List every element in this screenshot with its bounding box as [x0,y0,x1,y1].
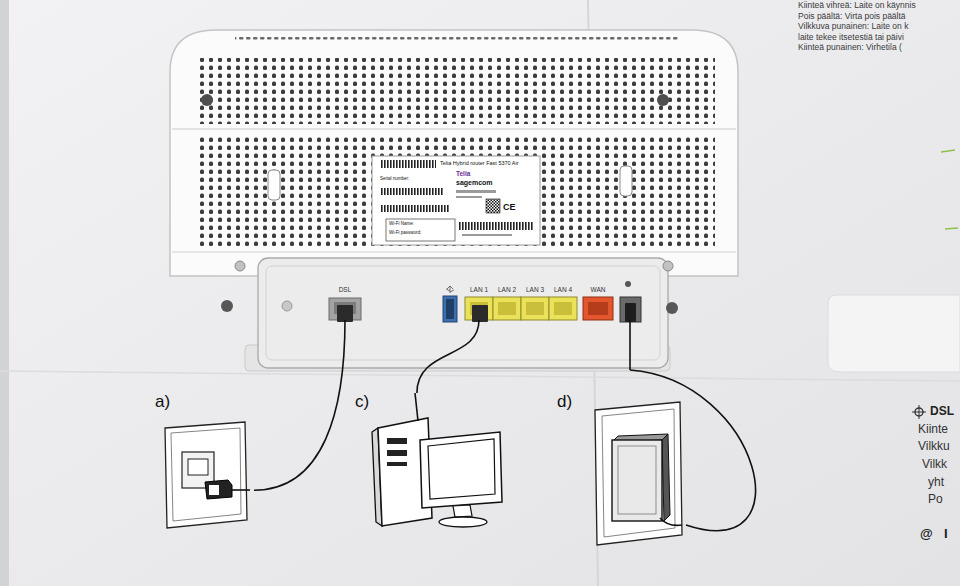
lan-port: LAN 4 [547,287,579,320]
wall-socket: a) [155,393,254,528]
cable [630,370,756,531]
port-label: DSL [325,287,365,294]
callout-letter: d) [557,393,686,410]
status-note: laite tekee itsetestiä tai päivi [798,33,904,42]
dsl-port: DSL [325,287,365,320]
lan-port: LAN 3 [519,287,551,320]
section-heading: DSL [930,405,954,418]
status-note: Kiinteä vihreä: Laite on käynnis [798,1,916,10]
section-icon: @ [920,527,933,541]
callout-letter: a) [155,393,254,410]
sticker-text: Serial number: [380,177,409,182]
brand-logo: Telia [456,170,470,177]
lan-port: LAN 2 [491,287,523,320]
cable [254,320,345,490]
lan-port: LAN 1 [463,287,495,320]
port-label: LAN 2 [491,287,523,294]
status-note: Vilkk [922,458,947,471]
status-note: Kiinteä punainen: Virhetila ( [798,43,902,52]
ce-mark: CE [503,203,516,213]
status-note: Pois päältä: Virta pois päältä [798,12,906,21]
status-note: Vilkkuva punainen: Laite on k [798,22,908,31]
sticker-text: Wi-Fi Name: [389,222,414,227]
status-note: Vilkku [918,440,950,453]
port-label: WAN [581,287,615,294]
maker-logo: sagemcom [456,179,493,187]
port-label: LAN 1 [463,287,495,294]
power-outlet: d) [557,393,686,545]
section-heading: I [944,527,948,541]
sticker-text: Wi-Fi password: [389,231,421,236]
router-housing: Telia Hybrid router Fast 5370 AirTelia sa… [160,28,742,370]
port-label: LAN 3 [519,287,551,294]
port-label: LAN 4 [547,287,579,294]
wan-port: WAN [581,287,615,320]
status-note: Kiinte [918,423,948,436]
status-note: yht [928,476,944,489]
product-name: Telia Hybrid router Fast 5370 Air [440,160,519,166]
computer: c) [355,393,506,530]
cable [417,320,479,393]
callout-letter: c) [355,393,506,410]
status-note: Po [928,493,943,506]
